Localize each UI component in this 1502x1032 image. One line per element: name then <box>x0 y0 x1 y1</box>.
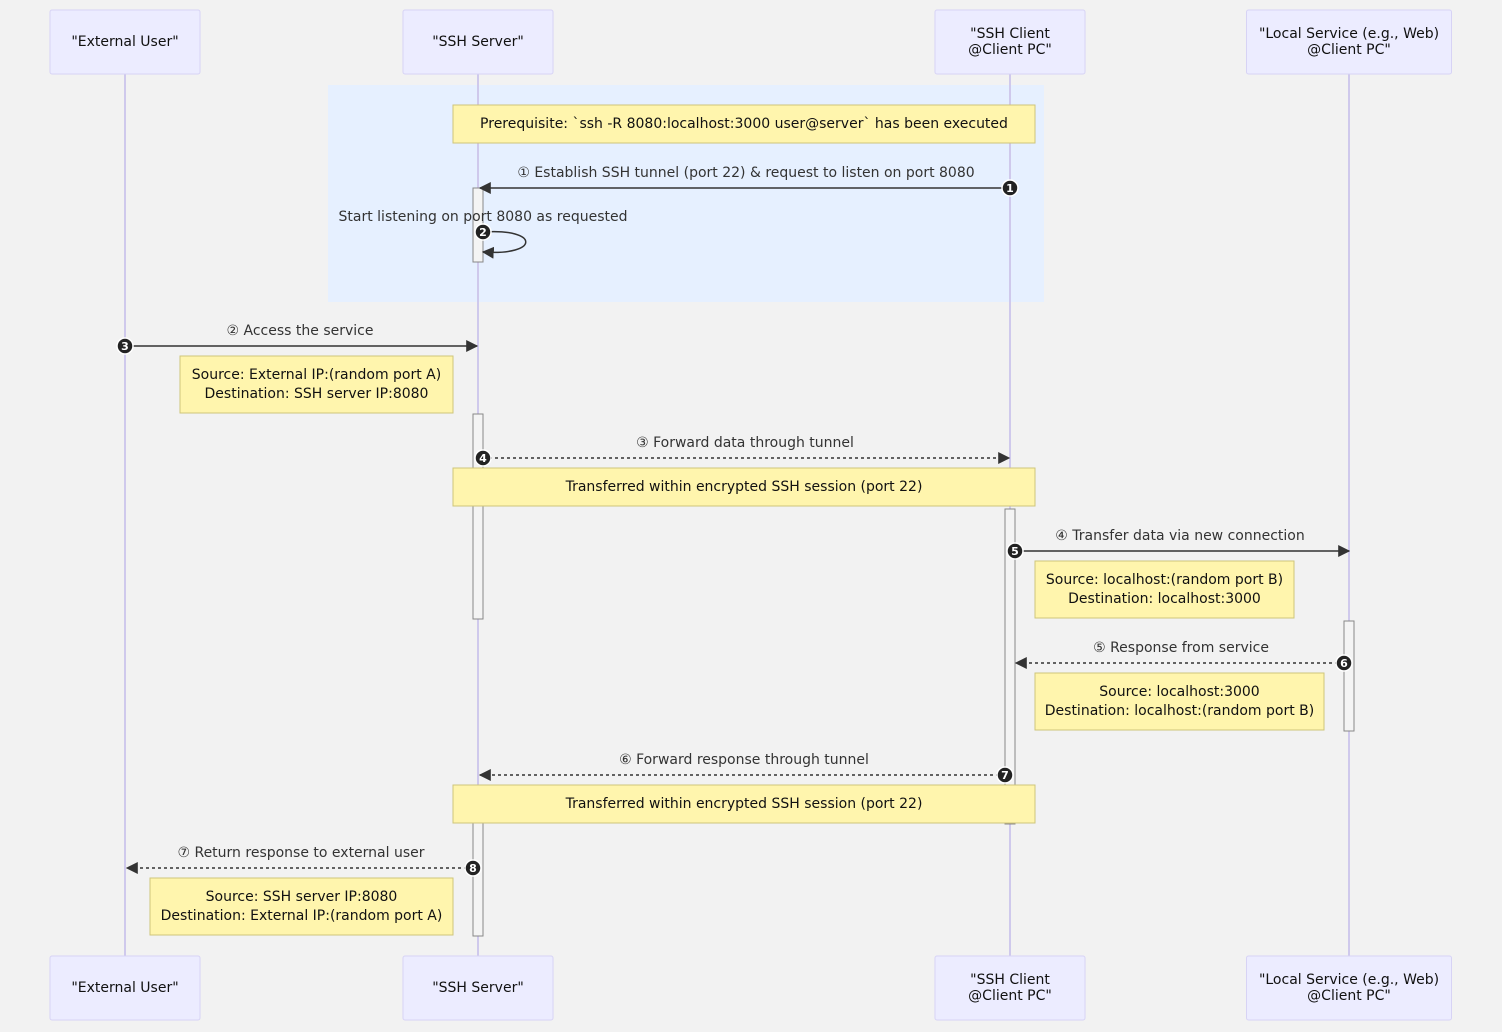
participant-label: @Client PC" <box>1307 42 1391 58</box>
badge-number: 2 <box>479 226 487 239</box>
participant-local-top: "Local Service (e.g., Web)@Client PC" <box>1246 9 1452 75</box>
participant-box <box>934 955 1086 1021</box>
participant-label: "Local Service (e.g., Web) <box>1259 972 1439 988</box>
participant-user-top: "External User" <box>49 9 201 75</box>
note-box <box>179 355 454 414</box>
participant-label: "External User" <box>71 34 178 50</box>
sequence-number-badge: 3 <box>116 337 134 355</box>
badge-circle <box>1006 542 1024 560</box>
note-text: Source: localhost:(random port B) <box>1046 572 1283 588</box>
message-6: ⑤ Response from service <box>1014 640 1344 669</box>
note-box <box>1034 560 1295 619</box>
participant-label: @Client PC" <box>1307 988 1391 1004</box>
badge-number: 1 <box>1006 182 1014 195</box>
note-text: Source: SSH server IP:8080 <box>206 889 398 905</box>
badge-number: 5 <box>1011 545 1019 558</box>
message-5: ④ Transfer data via new connection <box>1015 528 1351 557</box>
message-label: ③ Forward data through tunnel <box>636 435 854 451</box>
note-tunnel1: Transferred within encrypted SSH session… <box>452 467 1036 507</box>
participant-label: "Local Service (e.g., Web) <box>1259 26 1439 42</box>
participant-server-bottom: "SSH Server" <box>402 955 554 1021</box>
badge-circle <box>464 859 482 877</box>
participant-box <box>49 9 201 75</box>
message-3: ② Access the service <box>125 323 479 352</box>
note-box <box>452 784 1036 824</box>
note-box <box>452 467 1036 507</box>
message-label: Start listening on port 8080 as requeste… <box>339 209 628 225</box>
note-box <box>149 877 454 936</box>
message-8: ⑦ Return response to external user <box>125 845 473 874</box>
participant-box <box>402 955 554 1021</box>
participant-label: @Client PC" <box>968 988 1052 1004</box>
participant-box <box>1246 955 1452 1021</box>
message-1: ① Establish SSH tunnel (port 22) & reque… <box>478 165 1010 194</box>
sequence-number-badge: 7 <box>996 766 1014 784</box>
participant-user-bottom: "External User" <box>49 955 201 1021</box>
note-tunnel2: Transferred within encrypted SSH session… <box>452 784 1036 824</box>
badge-circle <box>116 337 134 355</box>
sequence-number-badge: 8 <box>464 859 482 877</box>
participant-label: "SSH Server" <box>432 34 524 50</box>
note-text: Destination: localhost:(random port B) <box>1045 703 1315 719</box>
participant-local-bottom: "Local Service (e.g., Web)@Client PC" <box>1246 955 1452 1021</box>
message-2: Start listening on port 8080 as requeste… <box>339 209 628 259</box>
note-text: Destination: External IP:(random port A) <box>161 908 443 924</box>
participant-box <box>1246 9 1452 75</box>
badge-number: 4 <box>479 452 487 465</box>
message-label: ⑦ Return response to external user <box>177 845 424 861</box>
activation-bar-server <box>472 413 484 620</box>
sequence-number-badge: 2 <box>474 223 492 241</box>
badge-number: 7 <box>1001 769 1009 782</box>
participant-box <box>49 955 201 1021</box>
message-label: ⑤ Response from service <box>1093 640 1269 656</box>
participant-client-top: "SSH Client@Client PC" <box>934 9 1086 75</box>
note-box <box>1034 672 1325 731</box>
note-text: Source: localhost:3000 <box>1099 684 1259 700</box>
participant-label: @Client PC" <box>968 42 1052 58</box>
note-access: Source: External IP:(random port A) Desti… <box>179 355 454 414</box>
participant-label: "SSH Server" <box>432 980 524 996</box>
badge-number: 6 <box>1340 657 1348 670</box>
sequence-number-badge: 1 <box>1001 179 1019 197</box>
note-text: Prerequisite: `ssh -R 8080:localhost:300… <box>480 116 1008 132</box>
participant-server-top: "SSH Server" <box>402 9 554 75</box>
note-text: Source: External IP:(random port A) <box>192 367 441 383</box>
sequence-number-badge: 4 <box>474 449 492 467</box>
message-arrow <box>481 230 527 259</box>
note-text: Transferred within encrypted SSH session… <box>565 796 923 812</box>
participant-label: "External User" <box>71 980 178 996</box>
message-label: ④ Transfer data via new connection <box>1055 528 1304 544</box>
badge-circle <box>474 449 492 467</box>
participant-client-bottom: "SSH Client@Client PC" <box>934 955 1086 1021</box>
message-label: ② Access the service <box>227 323 374 339</box>
activation-bar-local <box>1343 620 1355 732</box>
message-label: ① Establish SSH tunnel (port 22) & reque… <box>517 165 974 181</box>
badge-circle <box>474 223 492 241</box>
badge-circle <box>996 766 1014 784</box>
participant-label: "SSH Client <box>970 26 1050 42</box>
participant-label: "SSH Client <box>970 972 1050 988</box>
sequence-number-badge: 5 <box>1006 542 1024 560</box>
badge-circle <box>1335 654 1353 672</box>
note-box <box>452 104 1036 144</box>
message-4: ③ Forward data through tunnel <box>483 435 1011 464</box>
badge-number: 8 <box>469 862 477 875</box>
sequence-number-badge: 6 <box>1335 654 1353 672</box>
note-transfer: Source: localhost:(random port B) Destina… <box>1034 560 1295 619</box>
message-label: ⑥ Forward response through tunnel <box>619 752 869 768</box>
note-text: Destination: localhost:3000 <box>1068 591 1261 607</box>
note-text: Transferred within encrypted SSH session… <box>565 479 923 495</box>
participant-box <box>934 9 1086 75</box>
message-7: ⑥ Forward response through tunnel <box>478 752 1005 781</box>
note-prereq: Prerequisite: `ssh -R 8080:localhost:300… <box>452 104 1036 144</box>
participant-box <box>402 9 554 75</box>
badge-circle <box>1001 179 1019 197</box>
badge-number: 3 <box>121 340 129 353</box>
note-text: Destination: SSH server IP:8080 <box>205 386 429 402</box>
